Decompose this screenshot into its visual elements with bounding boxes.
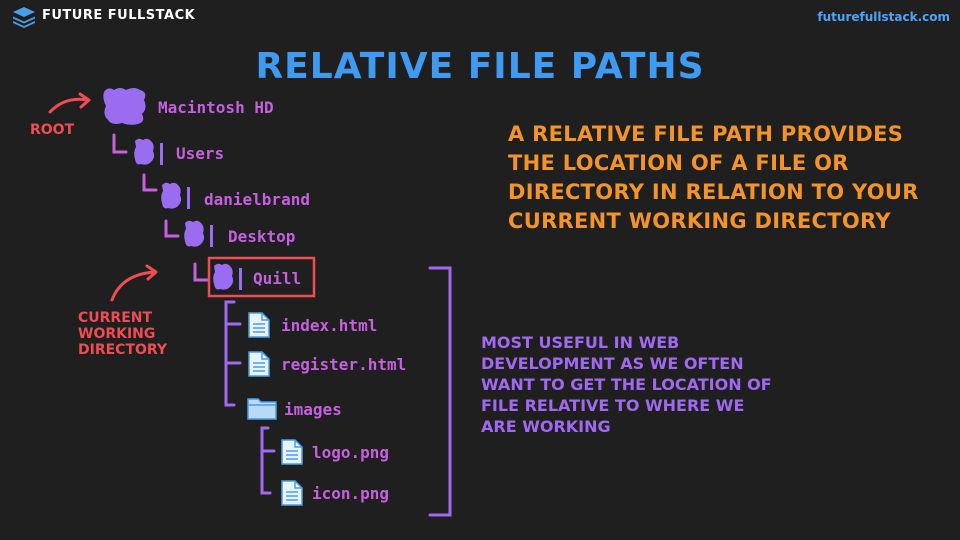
tree-node-register-html: register.html [281,355,407,374]
site-url[interactable]: futurefullstack.com [817,10,950,24]
file-icon [281,439,303,465]
tree-node-danielbrand: danielbrand [204,190,310,209]
definition-line: A RELATIVE FILE PATH PROVIDES [508,122,904,146]
usefulness-line: WANT TO GET THE LOCATION OF [481,375,772,394]
connector-users [112,133,128,154]
brand-name: FUTURE FULLSTACK [42,8,196,23]
bracket-quill-children [224,300,242,407]
definition-line: DIRECTORY IN RELATION TO YOUR [508,180,919,204]
tree-node-quill: Quill [253,269,302,288]
cwd-label-line: CURRENT [78,310,153,326]
file-icon [248,351,270,377]
file-icon [248,312,270,338]
connector-desktop [164,219,180,238]
big-bracket [428,266,452,517]
tree-node-macintosh-hd: Macintosh HD [158,98,274,117]
tree-node-users: Users [176,144,225,163]
tree-node-images: images [284,400,342,419]
folder-icon [247,398,277,420]
cwd-label-line: WORKING [78,326,156,342]
tree-node-index-html: index.html [281,316,378,335]
folder-icon [213,263,242,290]
page-title: RELATIVE FILE PATHS [255,46,705,87]
folder-icon [134,138,163,165]
definition-line: THE LOCATION OF A FILE OR [508,151,849,175]
cwd-label-line: DIRECTORY [78,342,168,358]
connector-user [142,173,158,192]
root-arrow [48,92,91,114]
connector-quill [193,262,209,282]
usefulness-line: MOST USEFUL IN WEB [481,333,680,352]
usefulness-line: ARE WORKING [481,417,611,436]
tree-node-desktop: Desktop [228,227,296,246]
usefulness-line: DEVELOPMENT AS WE OFTEN [481,354,744,373]
definition-line: CURRENT WORKING DIRECTORY [508,209,891,233]
brand-logo-icon [13,7,35,28]
cwd-highlight-box [207,256,316,298]
cwd-label: CURRENT WORKING DIRECTORY [78,310,168,358]
folder-icon [184,220,213,247]
tree-node-icon-png: icon.png [312,484,390,503]
tree-node-logo-png: logo.png [312,443,390,462]
folder-icon [161,182,190,209]
usefulness-note: MOST USEFUL IN WEB DEVELOPMENT AS WE OFT… [481,332,772,437]
definition-text: A RELATIVE FILE PATH PROVIDES THE LOCATI… [508,120,919,236]
cwd-arrow [110,264,158,302]
root-label: ROOT [30,122,75,138]
bracket-images-children [260,426,276,495]
macintosh-drive-icon [103,88,146,125]
file-icon [281,480,303,506]
usefulness-line: FILE RELATIVE TO WHERE WE [481,396,745,415]
